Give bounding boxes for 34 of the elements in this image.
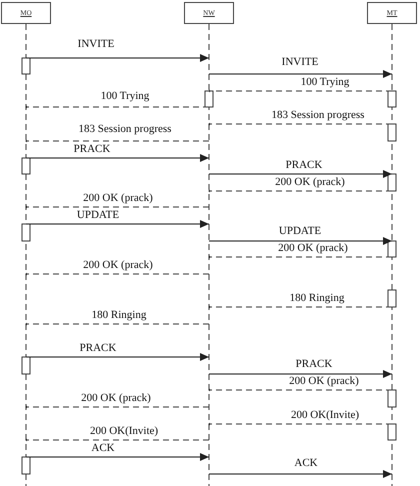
edge-label: 180 Ringing: [92, 309, 146, 321]
edge-label: ACK: [294, 457, 318, 469]
arrow: [26, 453, 210, 461]
edge-label: PRACK: [296, 358, 332, 370]
arrow: [208, 370, 392, 378]
arrow: [208, 237, 392, 245]
edge-label: 200 OK(Invite): [90, 425, 158, 437]
edge-label: 200 OK (prack): [278, 242, 348, 254]
arrow: [26, 220, 210, 228]
edge-label: 200 OK (prack): [83, 259, 153, 271]
edge-label: 200 OK(Invite): [290, 409, 360, 421]
edge-label: ACK: [91, 442, 115, 454]
edge-label: UPDATE: [278, 225, 322, 237]
arrow: [208, 70, 392, 78]
arrow: [208, 470, 392, 478]
edge-label: 200 OK (prack): [275, 176, 345, 188]
edge-label: 100 Trying: [100, 90, 150, 102]
edge-label: 183 Session progress: [78, 123, 172, 135]
edge-label: 200 OK (prack): [81, 392, 151, 404]
edge-label: 183 Session progress: [272, 109, 364, 121]
arrow: [208, 170, 392, 178]
arrow: [26, 54, 210, 62]
arrow: [26, 353, 210, 361]
edge-label: UPDATE: [76, 209, 120, 221]
edge-label: 200 OK (prack): [83, 192, 153, 204]
edge-label: 200 OK (prack): [289, 375, 359, 387]
arrow: [26, 154, 210, 162]
edge-label: INVITE: [78, 38, 114, 50]
edge-label: INVITE: [282, 56, 318, 68]
edge-label: PRACK: [80, 342, 116, 354]
edge-label: PRACK: [74, 143, 110, 155]
edge-label: PRACK: [286, 159, 322, 171]
edge-label: 180 Ringing: [290, 292, 344, 304]
edge-label: 100 Trying: [300, 76, 350, 88]
